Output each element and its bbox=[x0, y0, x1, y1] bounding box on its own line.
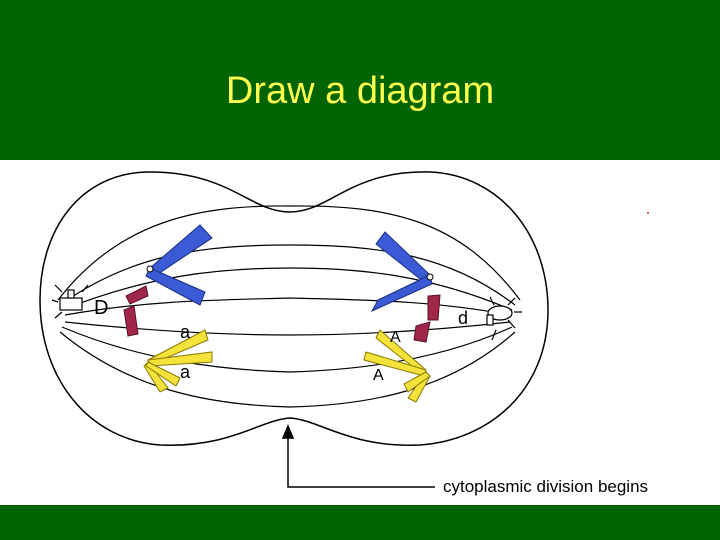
mitosis-diagram: D a a d A A cytoplasmic division begins bbox=[39, 171, 649, 496]
cleavage-arrow bbox=[281, 424, 435, 488]
allele-label-right-lower: A bbox=[373, 367, 384, 384]
allele-label-left-lower: a bbox=[180, 362, 191, 382]
spindle-fibers bbox=[57, 205, 521, 408]
chromosome-large-right bbox=[370, 231, 434, 313]
slide-header: Draw a diagram bbox=[0, 0, 720, 160]
chromosome-medium-right bbox=[413, 294, 441, 343]
allele-label-right-middle: A bbox=[390, 329, 401, 346]
chromosome-medium-left bbox=[123, 285, 149, 337]
chromosome-large-left bbox=[145, 224, 213, 306]
slide-footer bbox=[0, 505, 720, 540]
allele-label-left-upper: D bbox=[94, 297, 108, 319]
cell-membrane bbox=[39, 171, 549, 446]
left-centriole bbox=[51, 284, 89, 319]
chromosome-small-right bbox=[363, 329, 431, 403]
caption-cytoplasmic-division: cytoplasmic division begins bbox=[443, 477, 648, 496]
allele-label-left-middle: a bbox=[180, 322, 191, 342]
right-centriole bbox=[486, 296, 522, 341]
slide-title: Draw a diagram bbox=[225, 70, 495, 112]
stray-dot bbox=[647, 212, 649, 214]
chromosome-small-left bbox=[143, 329, 213, 393]
slide-body bbox=[0, 160, 720, 505]
allele-label-right-upper: d bbox=[458, 308, 468, 328]
